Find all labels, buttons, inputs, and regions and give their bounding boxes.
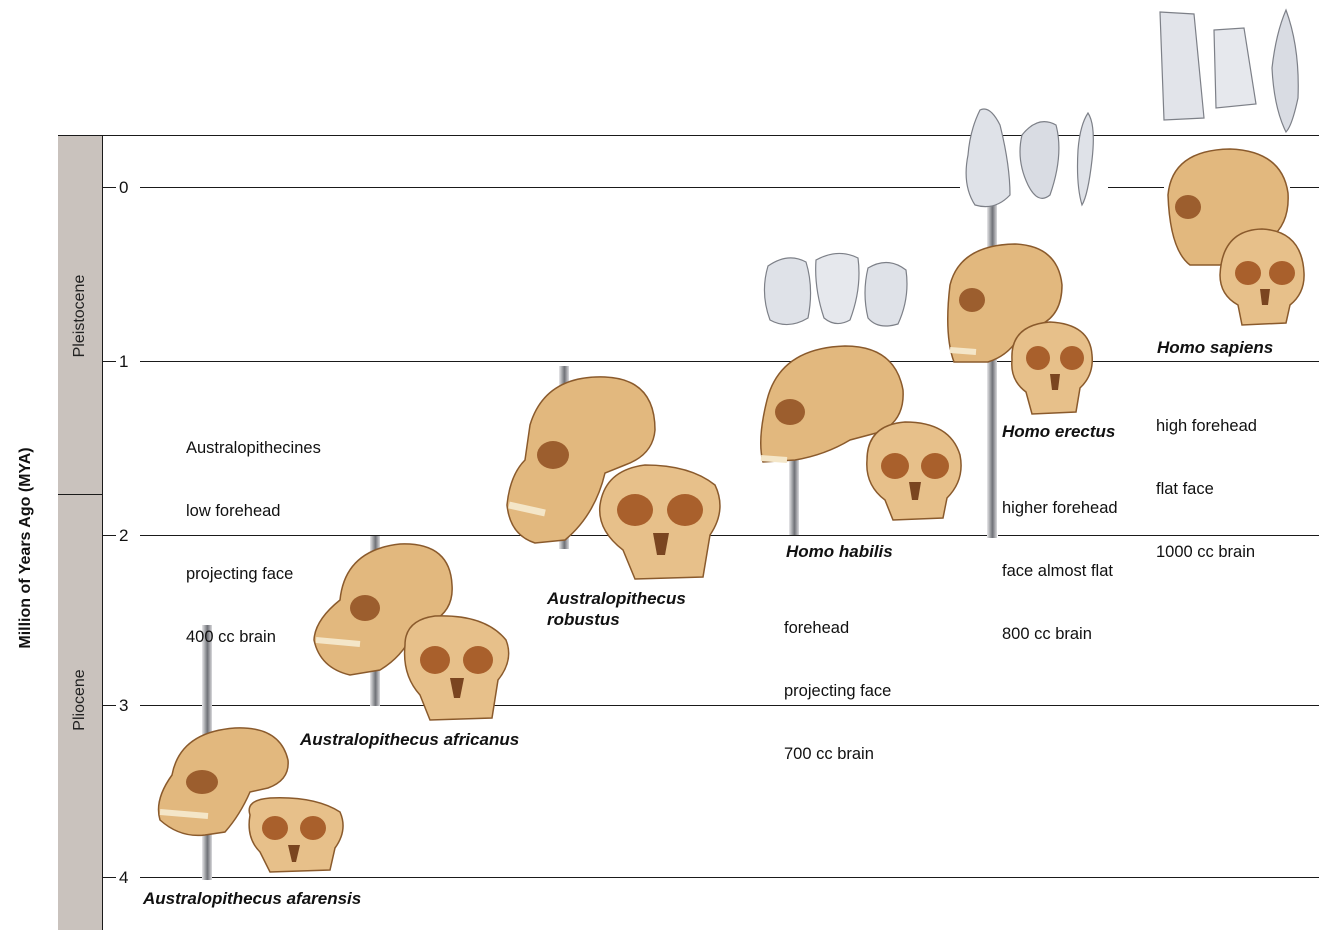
species-label-erectus: Homo erectus	[1002, 421, 1115, 442]
gridline-0	[140, 187, 960, 188]
species-label-robustus-line1: Australopithecus	[547, 588, 686, 609]
robustus-skull-image	[505, 365, 730, 585]
note-line-4: 400 cc brain	[186, 627, 321, 648]
erectus-tools-image	[960, 105, 1110, 217]
sapiens-skull-image	[1160, 145, 1310, 330]
era-label-pliocene: Pliocene	[71, 669, 89, 730]
species-label-africanus: Australopithecus africanus	[300, 729, 519, 750]
habilis-description: forehead projecting face 700 cc brain	[784, 576, 891, 786]
erectus-skull-image	[940, 240, 1100, 420]
tick-label-0: 0	[119, 178, 128, 198]
tick-label-2: 2	[119, 526, 128, 546]
australopithecines-note: Australopithecines low forehead projecti…	[186, 396, 321, 669]
sapiens-desc-line-1: high forehead	[1156, 416, 1257, 437]
habilis-desc-line-1: forehead	[784, 618, 891, 639]
erectus-desc-line-2: face almost flat	[1002, 561, 1118, 582]
sapiens-desc-line-3: 1000 cc brain	[1156, 542, 1257, 563]
habilis-skull-image	[755, 340, 970, 525]
erectus-desc-line-1: higher forehead	[1002, 498, 1118, 519]
species-label-habilis: Homo habilis	[786, 541, 893, 562]
tick-label-4: 4	[119, 868, 128, 888]
species-label-sapiens: Homo sapiens	[1157, 337, 1273, 358]
tick-3	[102, 705, 116, 706]
sapiens-description: high forehead flat face 1000 cc brain	[1156, 374, 1257, 584]
habilis-desc-line-3: 700 cc brain	[784, 744, 891, 765]
species-label-robustus-line2: robustus	[547, 609, 620, 630]
tick-label-3: 3	[119, 696, 128, 716]
tick-4	[102, 877, 116, 878]
sapiens-desc-line-2: flat face	[1156, 479, 1257, 500]
era-label-pleistocene: Pleistocene	[71, 275, 89, 358]
habilis-tools-image	[758, 248, 918, 334]
tick-2	[102, 535, 116, 536]
gridline-1	[140, 361, 1319, 362]
habilis-desc-line-2: projecting face	[784, 681, 891, 702]
tick-label-1: 1	[119, 352, 128, 372]
species-label-afarensis: Australopithecus afarensis	[143, 888, 361, 909]
erectus-description: higher forehead face almost flat 800 cc …	[1002, 456, 1118, 666]
frame-top-edge	[58, 135, 1319, 136]
note-line-2: low forehead	[186, 501, 321, 522]
tick-1	[102, 361, 116, 362]
gridline-0-right	[1108, 187, 1164, 188]
africanus-skull-image	[310, 540, 520, 725]
note-line-3: projecting face	[186, 564, 321, 585]
y-axis-title: Million of Years Ago (MYA)	[17, 447, 35, 648]
erectus-desc-line-3: 800 cc brain	[1002, 624, 1118, 645]
tick-0	[102, 187, 116, 188]
era-band-right-edge	[102, 135, 103, 930]
note-line-1: Australopithecines	[186, 438, 321, 459]
sapiens-tools-image	[1158, 8, 1308, 134]
